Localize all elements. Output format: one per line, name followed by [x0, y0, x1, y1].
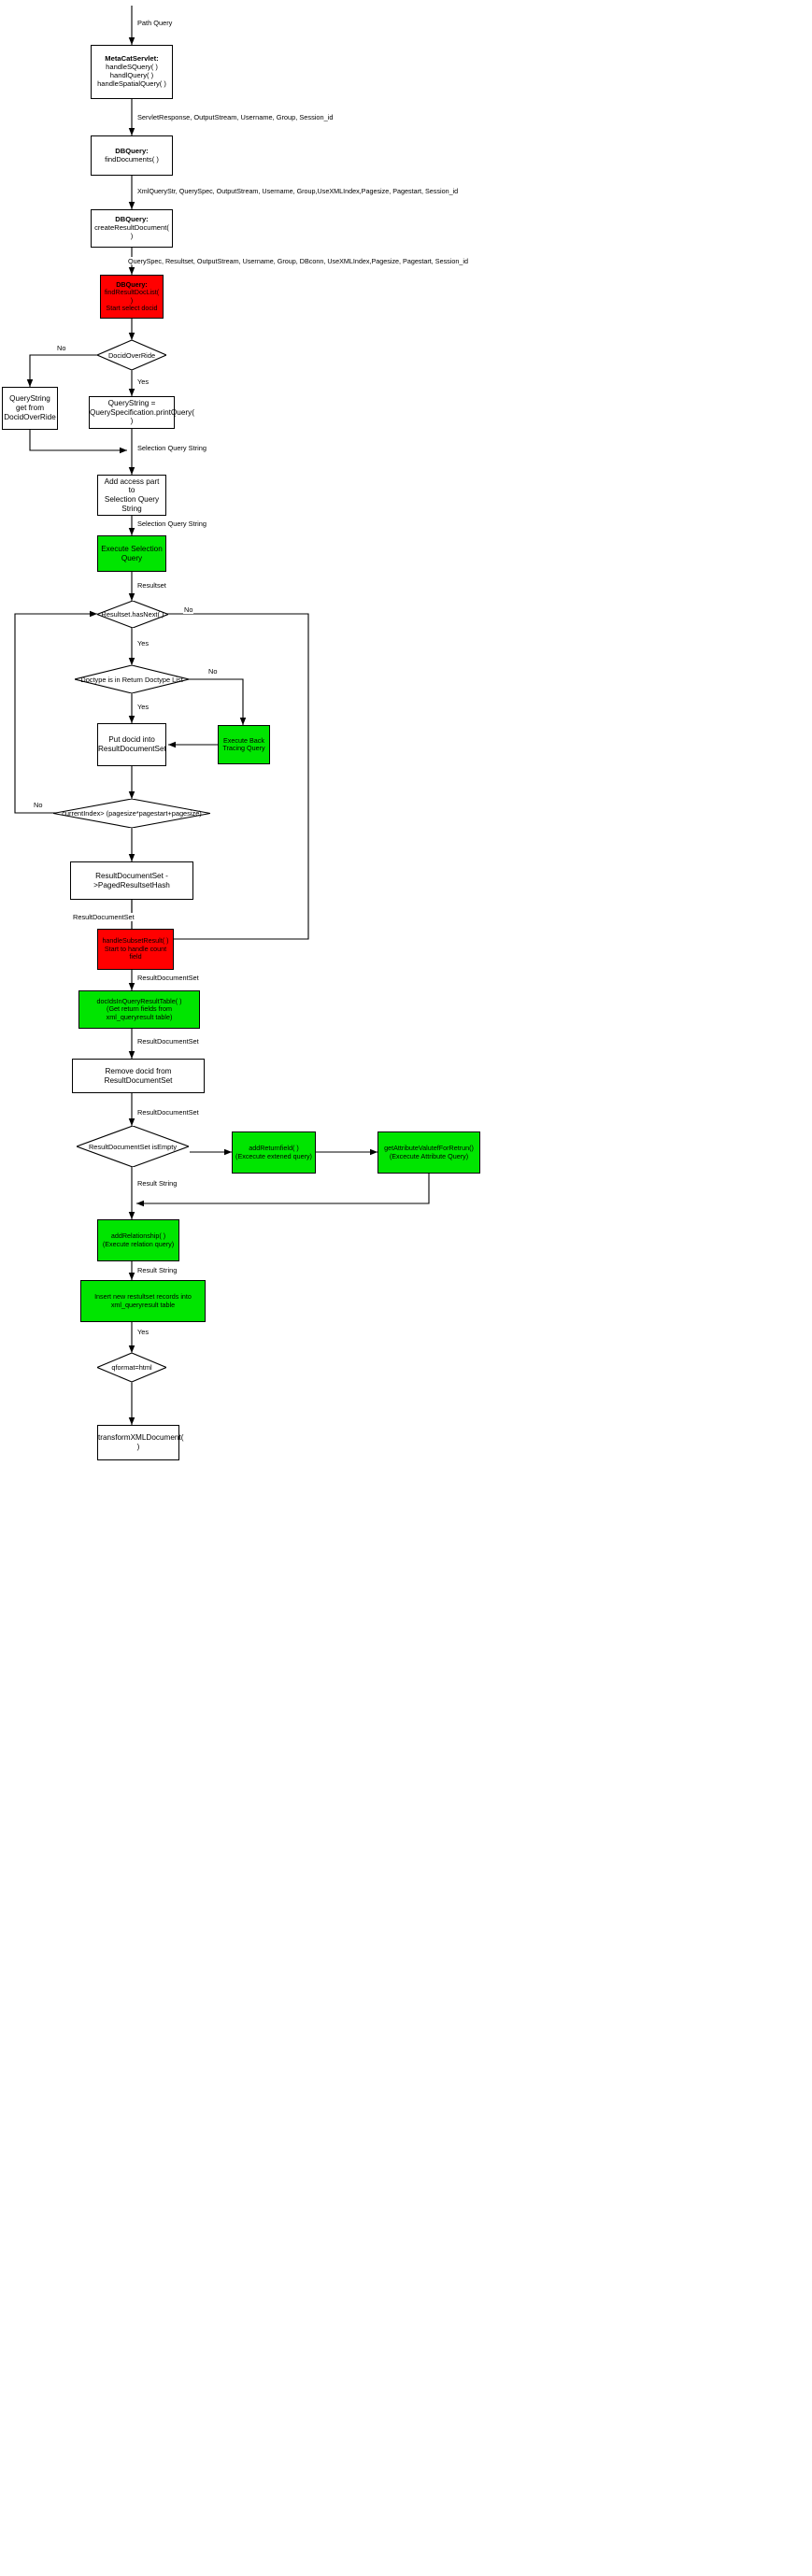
node-exec-selection-line1: Execute Selection Query: [101, 544, 163, 562]
node-metacatservlet-title: MetaCatServlet:: [105, 54, 159, 64]
node-docidsinquery-line2: (Get return fields from xml_queryresult …: [106, 1004, 173, 1021]
edge-label-no-2: No: [183, 605, 194, 614]
node-handlesubset-line2: Start to handle count field: [104, 944, 167, 961]
node-add-access-line2: Selection Query String: [104, 495, 160, 513]
node-querystring-docid-line1: QueryString: [9, 394, 50, 404]
node-docidsinquery-line1: docIdsInQueryResultTable( ): [96, 996, 182, 1005]
decision-resultdocumentset-isempty: ResultDocumentSet isEmpty: [77, 1126, 189, 1167]
node-metacatservlet: MetaCatServlet: handleSQuery( ) handlQue…: [91, 45, 173, 99]
node-add-access-line1: Add access part to: [104, 477, 160, 495]
decision-doctype-label: Doctype is in Return Doctype List: [80, 675, 183, 684]
node-dbquery-findresultdoclist: DBQuery: findResultDocList( ) Start sele…: [100, 275, 164, 319]
decision-resultset-hasnext: Resultset.hasNext( ): [97, 601, 168, 628]
edge-label-no-3: No: [207, 667, 219, 676]
node-findresultdoclist-line1: findResultDocList( ): [104, 288, 160, 305]
node-remove-docid: Remove docid from ResultDocumentSet: [72, 1059, 205, 1093]
edge-label-resultdocumentset-2: ResultDocumentSet: [136, 974, 200, 982]
node-execute-back-tracing-query: Execute Back Tracing Query: [218, 725, 270, 764]
edge-label-queryspec: QuerySpec, Resultset, OutputStream, User…: [127, 257, 469, 265]
node-put-docid: Put docid into ResultDocumentSet: [97, 723, 166, 766]
node-dbquery-find-line1: findDocuments( ): [105, 154, 159, 164]
node-dbquery-finddocuments: DBQuery: findDocuments( ): [91, 135, 173, 176]
node-insert-line2: xml_queryresult table: [110, 1300, 176, 1309]
node-docids-in-query-result-table: docIdsInQueryResultTable( ) (Get return …: [78, 990, 200, 1029]
edge-label-resultset: Resultset: [136, 581, 167, 590]
decision-currentindex: currentIndex> (pagesize*pagestart+pagesi…: [53, 799, 210, 828]
node-insert-line1: Insert new restultset records into: [94, 1292, 192, 1302]
node-put-docid-line1: Put docid into: [108, 735, 155, 745]
edge-label-no-4: No: [33, 801, 44, 809]
node-querystring-spec-line1: QueryString =: [107, 398, 156, 407]
node-transform-xml-document: transformXMLDocument( ): [97, 1425, 184, 1460]
decision-doctype-in-return-list: Doctype is in Return Doctype List: [75, 665, 189, 693]
node-put-docid-line2: ResultDocumentSet: [98, 745, 166, 753]
decision-docidoverride-label: DocidOverRide: [107, 350, 156, 360]
decision-docidoverride: DocidOverRide: [97, 340, 166, 370]
edge-label-result-string-1: Result String: [136, 1179, 178, 1188]
decision-qformat-html: qformat=html: [97, 1353, 166, 1382]
edge-label-selection-query-string-2: Selection Query String: [136, 519, 207, 528]
edge-label-resultdocumentset-4: ResultDocumentSet: [136, 1108, 200, 1117]
node-metacatservlet-line3: handleSpatialQuery( ): [97, 78, 166, 88]
node-getattribute-line1: getAttributeValutefForRetrun(): [384, 1144, 474, 1153]
decision-hasnext-label: Resultset.hasNext( ): [101, 610, 164, 619]
node-paged-resultset-hash: ResultDocumentSet ->PagedResultsetHash: [70, 861, 193, 900]
node-querystring-docid-line3: DocidOverRide: [4, 412, 56, 421]
node-dbquery-create-line1: createResultDocument( ): [94, 223, 169, 240]
node-insert-resultset-records: Insert new restultset records into xml_q…: [80, 1280, 206, 1322]
node-findresultdoclist-title: DBQuery:: [116, 279, 148, 289]
node-querystring-from-docidoverride: QueryString get from DocidOverRide: [2, 387, 58, 430]
decision-qformat-label: qformat=html: [111, 1363, 152, 1372]
node-add-return-field: addReturnfield( ) (Excecute extened quer…: [232, 1131, 316, 1174]
node-handlesubset-line1: handleSubsetResult( ): [102, 936, 169, 946]
decision-currentindex-label: currentIndex> (pagesize*pagestart+pagesi…: [62, 809, 202, 818]
edge-label-resultdocumentset-3: ResultDocumentSet: [136, 1037, 200, 1046]
node-addreturnfield-line1: addReturnfield( ): [249, 1144, 299, 1153]
node-get-attribute-value-for-return: getAttributeValutefForRetrun() (Excecute…: [378, 1131, 480, 1174]
node-transform-line1: transformXMLDocument( ): [98, 1433, 184, 1451]
node-dbquery-createresultdocument: DBQuery: createResultDocument( ): [91, 209, 173, 248]
edge-label-path-query: Path Query: [136, 19, 174, 27]
node-backtracing-line2: Tracing Query: [222, 744, 265, 752]
node-addrelationship-line1: addRelationship( ): [110, 1231, 166, 1241]
edge-label-result-string-2: Result String: [136, 1266, 178, 1274]
node-paged-line1: ResultDocumentSet ->PagedResultsetHash: [93, 871, 170, 890]
edge-label-yes-1: Yes: [136, 377, 150, 386]
node-execute-selection-query: Execute Selection Query: [97, 535, 166, 572]
node-dbquery-create-title: DBQuery:: [115, 215, 149, 224]
decision-isempty-label: ResultDocumentSet isEmpty: [88, 1142, 178, 1151]
node-querystring-docid-line2: get from: [15, 404, 45, 413]
edge-label-yes-2: Yes: [136, 639, 150, 648]
node-dbquery-find-title: DBQuery:: [115, 146, 149, 155]
node-add-access-part: Add access part to Selection Query Strin…: [97, 475, 166, 516]
node-querystring-printquery: QueryString = QuerySpecification.printQu…: [89, 396, 194, 429]
node-querystring-spec-line2: QuerySpecification.printQuery( ): [90, 407, 194, 426]
node-metacatservlet-line2: handlQuery( ): [109, 71, 154, 79]
node-addreturnfield-line2: (Excecute extened query): [235, 1151, 312, 1160]
node-addrelationship-line2: (Execute relation query): [102, 1239, 175, 1248]
edge-label-no-1: No: [56, 344, 67, 352]
node-metacatservlet-line1: handleSQuery( ): [106, 63, 158, 72]
edge-label-yes-4: Yes: [136, 1328, 150, 1336]
edge-label-servlet-response: ServletResponse, OutputStream, Username,…: [136, 113, 335, 121]
edge-label-xmlquerystr: XmlQueryStr, QuerySpec, OutputStream, Us…: [136, 187, 460, 195]
edge-label-resultdocumentset-1: ResultDocumentSet: [72, 913, 135, 921]
node-getattribute-line2: (Excecute Attribute Query): [389, 1151, 469, 1160]
node-handle-subset-result: handleSubsetResult( ) Start to handle co…: [97, 929, 174, 970]
edge-label-selection-query-string-1: Selection Query String: [136, 444, 207, 452]
node-remove-docid-line1: Remove docid from ResultDocumentSet: [104, 1066, 173, 1085]
node-findresultdoclist-line2: Start select docid: [106, 303, 158, 312]
node-backtracing-line1: Execute Back: [223, 735, 264, 745]
edge-label-yes-3: Yes: [136, 703, 150, 711]
node-add-relationship: addRelationship( ) (Execute relation que…: [97, 1219, 179, 1261]
